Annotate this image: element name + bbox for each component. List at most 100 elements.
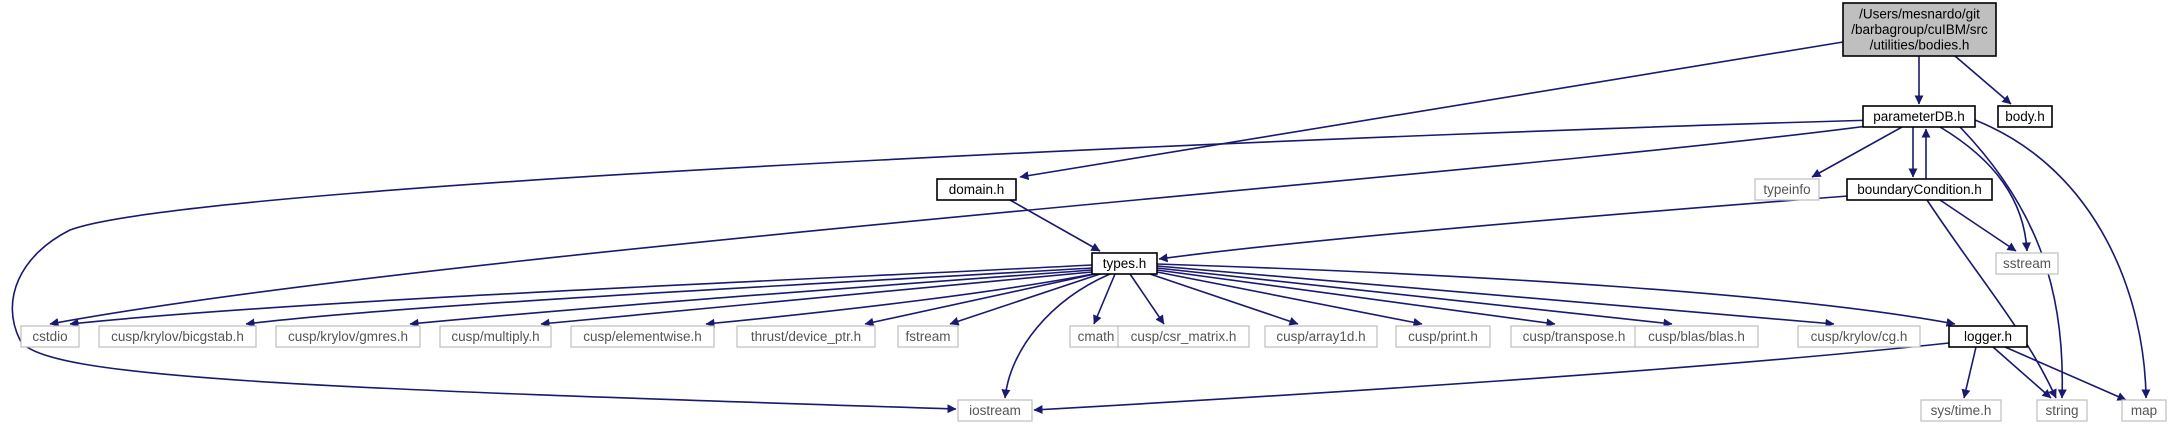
node-label-parameterDB: parameterDB.h	[1873, 109, 1965, 124]
node-gmres: cusp/krylov/gmres.h	[275, 325, 421, 348]
node-label-types: types.h	[1103, 256, 1147, 271]
node-array1d: cusp/array1d.h	[1264, 325, 1378, 348]
node-label-transpose: cusp/transpose.h	[1523, 329, 1626, 344]
node-parameterDB[interactable]: parameterDB.h	[1862, 105, 1976, 128]
node-label-systime: sys/time.h	[1931, 403, 1992, 418]
node-logger[interactable]: logger.h	[1948, 325, 2028, 348]
node-cstdio: cstdio	[20, 325, 80, 348]
node-root[interactable]: /Users/mesnardo/git/barbagroup/cuIBM/src…	[1842, 2, 1997, 57]
node-box-print	[1395, 325, 1491, 348]
node-box-blas	[1634, 325, 1759, 348]
node-label-string: string	[2045, 403, 2078, 418]
edges-layer	[11, 41, 2151, 415]
node-box-boundaryCondition	[1846, 178, 1993, 201]
nodes-layer: /Users/mesnardo/git/barbagroup/cuIBM/src…	[20, 2, 2167, 422]
node-typeinfo: typeinfo	[1754, 178, 1820, 201]
node-device_ptr: thrust/device_ptr.h	[736, 325, 876, 348]
node-box-root	[1842, 2, 1997, 57]
node-label-gmres: cusp/krylov/gmres.h	[288, 329, 408, 344]
node-box-csr_matrix	[1117, 325, 1250, 348]
edge-logger-to-map	[2004, 346, 2127, 401]
node-box-domain	[936, 178, 1017, 201]
node-label-multiply: cusp/multiply.h	[451, 329, 539, 344]
node-box-iostream	[957, 399, 1033, 422]
node-box-systime	[1920, 399, 2002, 422]
node-label-map: map	[2131, 403, 2157, 418]
node-box-parameterDB	[1862, 105, 1976, 128]
edge-boundaryCondition-to-string	[1926, 199, 2057, 399]
node-domain[interactable]: domain.h	[936, 178, 1017, 201]
node-map: map	[2121, 399, 2167, 422]
node-sstream: sstream	[1995, 252, 2059, 275]
edge-types-to-print	[1156, 271, 1423, 327]
edge-types-to-transpose	[1156, 269, 1556, 328]
node-box-string	[2036, 399, 2088, 422]
edge-types-to-fstream	[949, 273, 1101, 326]
edge-types-to-bicgstab	[245, 267, 1093, 328]
node-cg: cusp/krylov/cg.h	[1797, 325, 1921, 348]
edge-logger-to-string	[1992, 346, 2052, 399]
node-label-print: cusp/print.h	[1408, 329, 1478, 344]
node-label-array1d: cusp/array1d.h	[1276, 329, 1365, 344]
node-label-typeinfo: typeinfo	[1763, 182, 1810, 197]
node-label-csr_matrix: cusp/csr_matrix.h	[1131, 329, 1237, 344]
node-label-cmath: cmath	[1078, 329, 1115, 344]
node-systime: sys/time.h	[1920, 399, 2002, 422]
node-label-root: /utilities/bodies.h	[1870, 37, 1970, 52]
node-box-array1d	[1264, 325, 1378, 348]
edge-types-to-cg	[1156, 265, 1835, 328]
node-blas: cusp/blas/blas.h	[1634, 325, 1759, 348]
edge-parameterDB-to-cstdio	[49, 124, 1876, 327]
edge-types-to-cmath	[1093, 273, 1116, 325]
node-boundaryCondition[interactable]: boundaryCondition.h	[1846, 178, 1993, 201]
node-string: string	[2036, 399, 2088, 422]
edge-parameterDB-to-typeinfo	[1811, 126, 1903, 178]
node-bicgstab: cusp/krylov/bicgstab.h	[98, 325, 257, 348]
edge-root-to-body	[1954, 55, 2012, 105]
node-label-body: body.h	[2005, 109, 2045, 124]
edge-types-to-blas	[1156, 267, 1673, 328]
node-label-cg: cusp/krylov/cg.h	[1811, 329, 1908, 344]
edge-types-to-multiply	[540, 271, 1093, 328]
node-box-map	[2121, 399, 2167, 422]
edge-parameterDB-to-map	[1974, 119, 2151, 399]
node-csr_matrix: cusp/csr_matrix.h	[1117, 325, 1250, 348]
edge-boundaryCondition-to-types	[1158, 195, 1849, 263]
edge-types-to-csr_matrix	[1129, 273, 1165, 325]
node-box-fstream	[897, 325, 959, 348]
edge-root-to-domain	[1019, 41, 1844, 181]
node-label-domain: domain.h	[949, 182, 1005, 197]
node-multiply: cusp/multiply.h	[439, 325, 552, 348]
edge-types-to-iostream	[1001, 273, 1111, 399]
node-box-sstream	[1995, 252, 2059, 275]
edge-logger-to-iostream	[1033, 342, 1950, 415]
edge-types-to-gmres	[409, 269, 1093, 328]
node-label-sstream: sstream	[2003, 256, 2051, 271]
edge-parameterDB-to-string	[1959, 126, 2067, 399]
edge-types-to-cstdio	[69, 264, 1093, 328]
node-box-multiply	[439, 325, 552, 348]
node-elementwise: cusp/elementwise.h	[570, 325, 715, 348]
node-box-gmres	[275, 325, 421, 348]
node-cmath: cmath	[1069, 325, 1123, 348]
node-box-types	[1091, 252, 1158, 275]
edge-types-to-logger	[1156, 263, 1956, 327]
edge-domain-to-types	[1009, 199, 1101, 252]
node-label-blas: cusp/blas/blas.h	[1648, 329, 1745, 344]
node-box-body	[1997, 105, 2053, 128]
edge-types-to-array1d	[1149, 273, 1299, 326]
node-box-logger	[1948, 325, 2028, 348]
node-body[interactable]: body.h	[1997, 105, 2053, 128]
edge-boundaryCondition-to-sstream	[1939, 199, 2017, 252]
edge-types-to-elementwise	[705, 273, 1094, 328]
edge-logger-to-systime	[1961, 346, 1977, 399]
node-label-boundaryCondition: boundaryCondition.h	[1857, 182, 1982, 197]
node-box-bicgstab	[98, 325, 257, 348]
node-types[interactable]: types.h	[1091, 252, 1158, 275]
node-print: cusp/print.h	[1395, 325, 1491, 348]
node-box-cstdio	[20, 325, 80, 348]
node-label-root: /Users/mesnardo/git	[1859, 6, 1980, 21]
node-box-cg	[1797, 325, 1921, 348]
node-box-typeinfo	[1754, 178, 1820, 201]
